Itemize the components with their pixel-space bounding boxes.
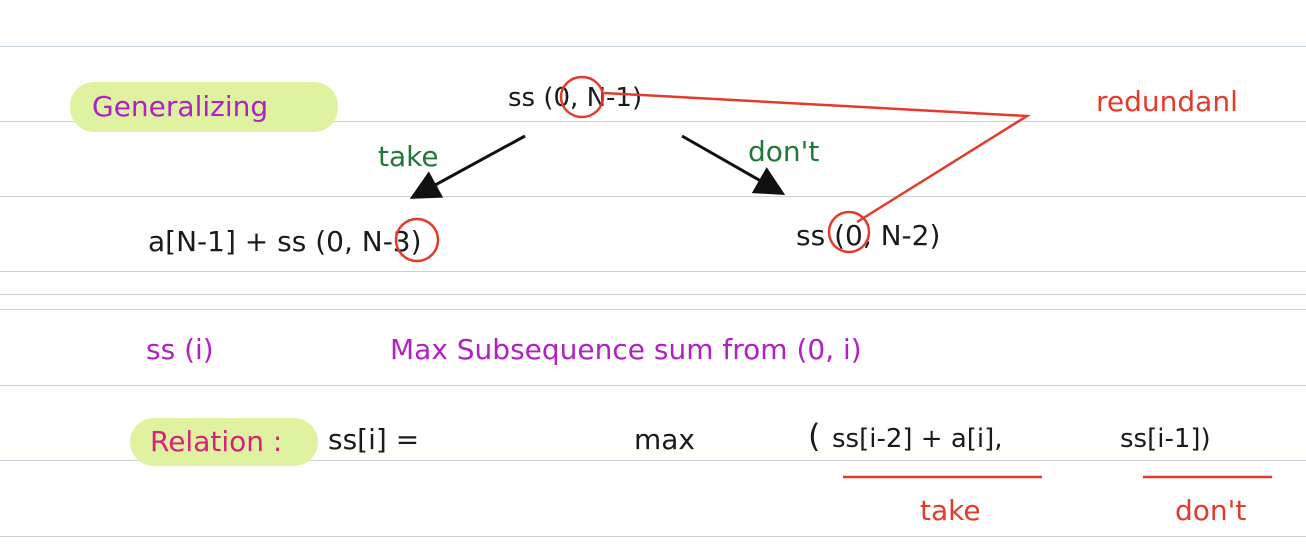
zero-circle-left xyxy=(394,217,440,263)
relation-take-term: ss[i-2] + a[i], xyxy=(832,424,1003,454)
definition-rhs: Max Subsequence sum from (0, i) xyxy=(390,333,862,366)
rule-line xyxy=(0,536,1306,537)
generalizing-label: Generalizing xyxy=(92,90,269,123)
relation-label: Relation : xyxy=(150,425,283,458)
rule-line xyxy=(0,46,1306,47)
dont-branch-label: don't xyxy=(748,135,820,168)
rule-line xyxy=(0,294,1306,295)
zero-circle-root xyxy=(559,75,605,119)
under-take-label: take xyxy=(920,494,981,527)
redundant-label: redundanl xyxy=(1096,85,1238,118)
root-call: ss (0, N-1) xyxy=(508,83,643,113)
rule-line xyxy=(0,309,1306,310)
dont-arrow xyxy=(681,134,786,195)
relation-open-paren: ( xyxy=(808,417,821,455)
zero-circle-right xyxy=(827,210,871,254)
relation-highlight xyxy=(130,418,318,466)
take-arrow xyxy=(409,134,526,199)
under-dont-label: don't xyxy=(1175,494,1247,527)
rule-line xyxy=(0,121,1306,122)
rule-line xyxy=(0,460,1306,461)
rule-line xyxy=(0,271,1306,272)
rule-line xyxy=(0,196,1306,197)
relation-lhs: ss[i] = xyxy=(328,423,420,456)
redundant-connector xyxy=(603,91,1032,224)
take-branch-label: take xyxy=(378,140,439,173)
definition-lhs: ss (i) xyxy=(146,333,214,366)
relation-max: max xyxy=(634,423,696,456)
generalizing-highlight xyxy=(70,82,338,132)
left-child-call: a[N-1] + ss (0, N-3) xyxy=(148,225,422,258)
relation-dont-term: ss[i-1]) xyxy=(1120,424,1211,454)
rule-line xyxy=(0,385,1306,386)
